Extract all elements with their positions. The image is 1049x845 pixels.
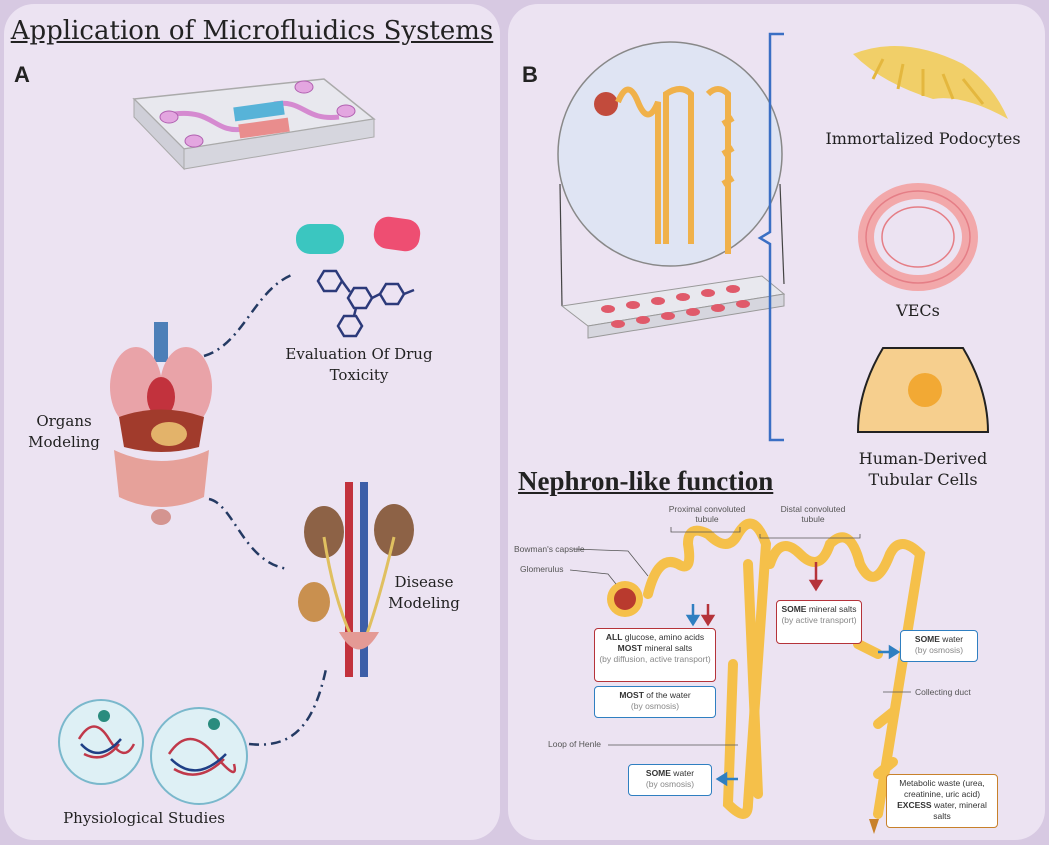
label-proximal-tubule: Proximal convoluted tubule [668,504,746,524]
label-collecting-duct: Collecting duct [915,687,971,697]
panel-b-letter: B [522,62,538,87]
box-metabolic-waste: Metabolic waste (urea, creatinine, uric … [886,774,998,828]
panel-a-letter: A [14,62,30,87]
label-tubular-cells: Human-Derived Tubular Cells [858,449,988,489]
label-distal-tubule: Distal convoluted tubule [780,504,846,524]
box-all-glucose: ALL glucose, amino acids MOST mineral sa… [594,628,716,682]
human-organs-illustration [110,322,212,525]
label-podocytes: Immortalized Podocytes [825,129,1021,148]
label-vecs: VECs [896,301,940,320]
box-some-water-distal: SOME water (by osmosis) [900,630,978,662]
drug-capsule-icon [296,216,421,254]
label-bowmans-capsule: Bowman's capsule [514,544,585,554]
box-most-water: MOST of the water (by osmosis) [594,686,716,718]
box-some-water-loop: SOME water (by osmosis) [628,764,712,796]
podocyte-icon [853,46,1008,119]
label-loop-of-henle: Loop of Henle [548,739,601,749]
kidney-urinary-illustration [298,482,414,677]
panel-a-title: Application of Microfluidics Systems [10,16,494,46]
molecule-icon [316,269,415,338]
bracket [757,32,784,442]
physiological-cells-illustration [58,699,248,805]
label-disease-modeling: Disease Modeling [388,573,460,612]
label-physiological-studies: Physiological Studies [63,809,225,827]
panel-b: B Immortalized Podocytes VECs [508,4,1045,840]
vec-cell-ring-icon [858,183,978,291]
nephron-title: Nephron-like function [518,466,774,496]
label-glomerulus: Glomerulus [520,564,564,574]
connector-lines [203,272,328,746]
label-drug-toxicity: Evaluation Of Drug Toxicity [285,345,433,384]
panel-a: Application of Microfluidics Systems A E… [4,4,500,840]
nephron-zoom-illustration [557,41,786,339]
nephron-diagram [569,518,926,834]
box-some-mineral-salts: SOME mineral salts (by active transport) [776,600,862,644]
label-organs-modeling: Organs Modeling [28,412,100,451]
microfluidic-chip-illustration [132,78,376,171]
tubular-cell-icon [856,347,990,433]
